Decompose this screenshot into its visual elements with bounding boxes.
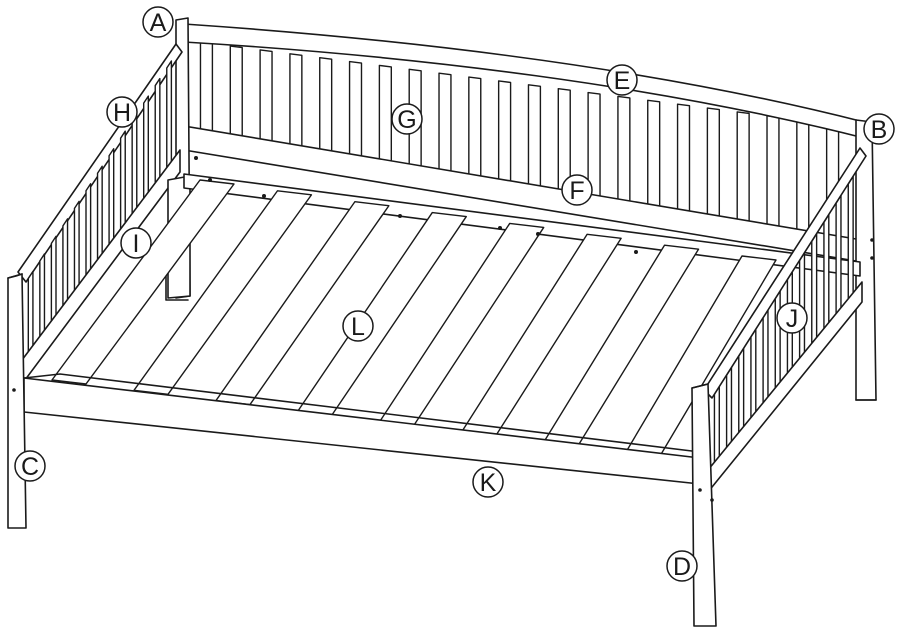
back-slat xyxy=(229,45,243,139)
bed-slat xyxy=(215,201,390,406)
left-side-slat xyxy=(62,218,69,309)
callout-A: A xyxy=(142,6,174,38)
left-side-slat xyxy=(108,148,115,247)
right-top-rail xyxy=(703,147,867,399)
right-side-slat xyxy=(725,366,733,451)
front-left-post-cap xyxy=(7,273,23,279)
back-slat xyxy=(647,99,661,209)
right-side-panel xyxy=(703,147,867,493)
left-side-panel xyxy=(17,43,191,385)
callout-C: C xyxy=(14,450,46,482)
callout-G: G xyxy=(391,103,423,135)
callout-H: H xyxy=(106,96,138,128)
front-right-post-cap xyxy=(691,383,709,389)
label-K: K xyxy=(480,469,497,497)
label-D: D xyxy=(673,553,691,581)
left-side-slat xyxy=(142,95,150,201)
left-side-slat xyxy=(50,235,57,324)
right-side-slat xyxy=(738,347,745,436)
back-slat xyxy=(348,60,363,159)
label-B: B xyxy=(871,116,888,144)
left-side-slat xyxy=(73,200,80,293)
label-C: C xyxy=(21,453,39,481)
back-slat xyxy=(319,56,333,154)
back-slats xyxy=(199,41,840,239)
back-slat xyxy=(259,49,273,144)
front-rail-inner-edge xyxy=(23,373,701,453)
label-A: A xyxy=(150,9,167,37)
back-slat xyxy=(199,41,214,134)
front-right-post xyxy=(691,383,717,627)
right-side-slat xyxy=(713,385,720,465)
right-side-slat xyxy=(835,194,842,317)
back-top-rail xyxy=(183,23,865,139)
bed-slat xyxy=(51,179,235,385)
bed-slat xyxy=(133,190,313,395)
right-side-slat xyxy=(774,290,781,391)
right-side-slat xyxy=(750,328,757,421)
left-side-slat xyxy=(27,270,34,355)
label-I: I xyxy=(133,230,140,258)
label-H: H xyxy=(113,99,131,127)
label-L: L xyxy=(351,313,365,341)
callout-K: K xyxy=(472,466,504,498)
left-side-slat xyxy=(119,130,126,232)
left-side-slat xyxy=(154,77,161,186)
back-slat xyxy=(766,115,780,229)
callout-L: L xyxy=(342,310,374,342)
left-side-slat xyxy=(39,253,46,339)
back-slat xyxy=(736,111,750,224)
label-G: G xyxy=(397,106,416,134)
back-slat xyxy=(617,95,631,204)
left-side-slat xyxy=(166,60,173,171)
left-side-slat xyxy=(96,165,103,263)
back-slat xyxy=(796,118,810,234)
bed-slats xyxy=(51,179,777,457)
callout-I: I xyxy=(120,227,152,259)
label-E: E xyxy=(614,67,631,95)
front-left-post xyxy=(7,273,27,529)
right-side-slat xyxy=(847,175,854,302)
left-side-slat xyxy=(85,183,92,278)
back-slat xyxy=(676,103,691,214)
back-slat xyxy=(527,84,542,189)
back-slat xyxy=(438,72,452,174)
back-slat xyxy=(706,107,721,219)
callout-J: J xyxy=(776,302,808,334)
back-slat xyxy=(378,64,393,164)
callout-F: F xyxy=(561,174,593,206)
bolt-holes xyxy=(12,156,874,502)
back-panel xyxy=(165,17,877,401)
back-slat xyxy=(289,53,303,149)
callout-E: E xyxy=(606,64,638,96)
callout-D: D xyxy=(666,550,698,582)
label-J: J xyxy=(786,305,799,333)
right-side-slat xyxy=(811,233,818,347)
left-side-slat xyxy=(131,112,138,217)
right-side-slat xyxy=(762,309,769,406)
label-F: F xyxy=(569,177,584,205)
back-slat xyxy=(468,76,482,179)
back-slat xyxy=(497,80,512,184)
right-side-slat xyxy=(823,213,830,332)
callout-B: B xyxy=(863,113,895,145)
